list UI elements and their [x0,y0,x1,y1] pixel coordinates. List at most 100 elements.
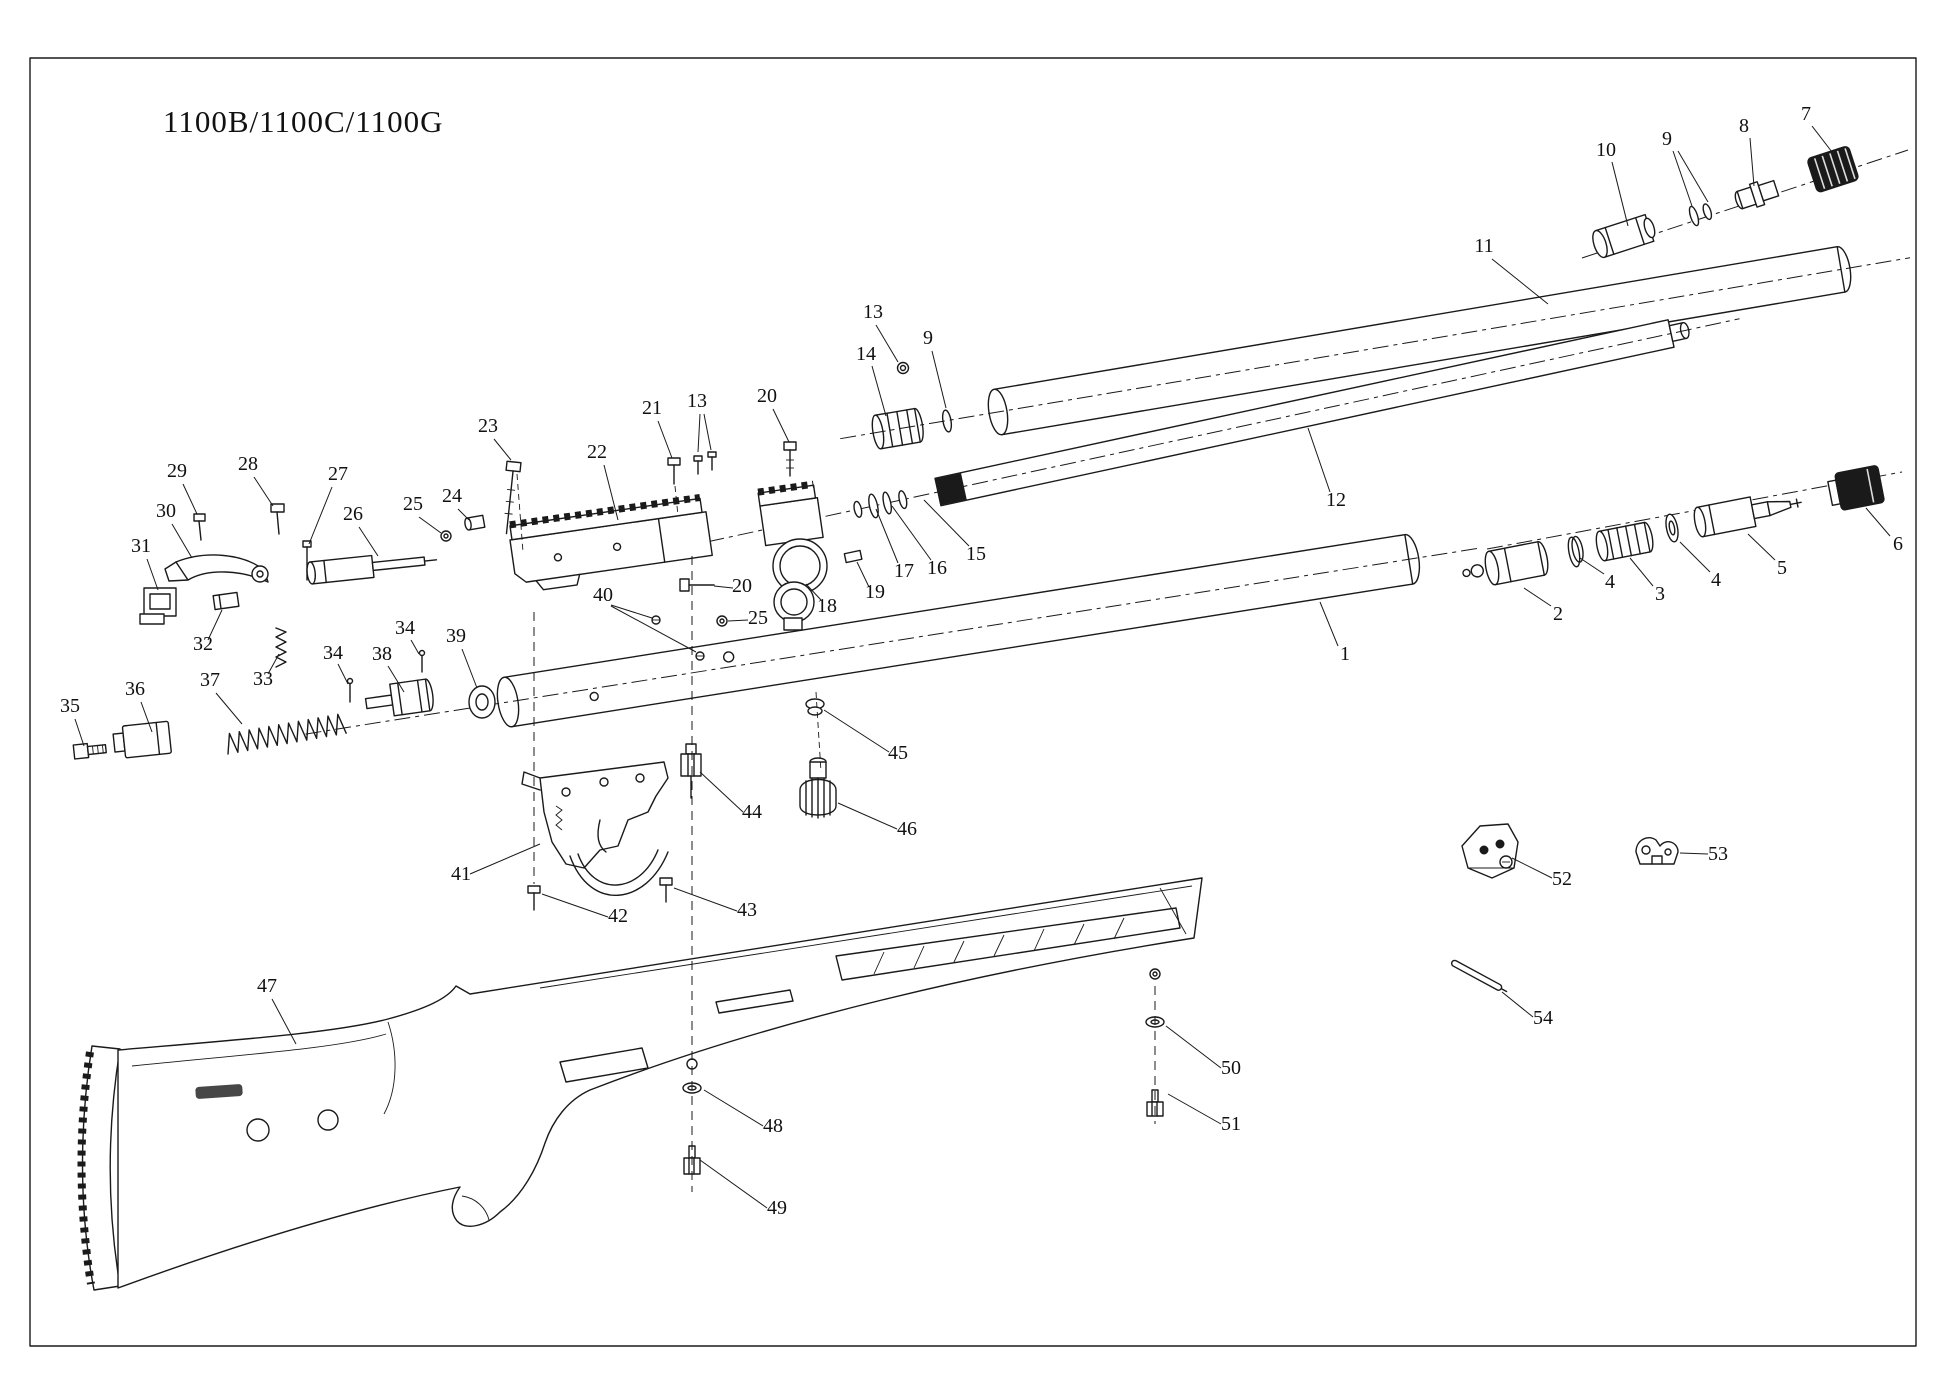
recoil-pad-serration [77,1051,95,1285]
part-number-16: 16 [927,557,947,579]
leader-line-13 [697,413,701,453]
leader-line-46 [837,802,898,830]
leader-line-39 [461,648,478,689]
detent-pin [346,677,354,703]
guide-bolt [72,742,107,760]
part-number-39: 39 [446,625,466,647]
part-number-10: 10 [1596,139,1616,161]
part-number-23: 23 [478,415,498,437]
leader-line-35 [74,718,85,747]
trigger-screw [527,885,541,911]
front-sight-block [1461,823,1519,879]
valve-parts [1462,465,1903,586]
piston-body [364,678,434,717]
part-number-13: 13 [863,301,883,323]
leader-line-49 [699,1159,768,1209]
leader-line-2 [1523,587,1552,607]
rear-block [757,480,824,547]
piston-seal [468,685,496,719]
block-bolt [783,441,797,477]
part-number-26: 26 [343,503,363,525]
part-number-29: 29 [167,460,187,482]
small-spring [275,627,287,668]
shroud-cap-assembly [1581,146,1909,259]
part-number-6: 6 [1893,533,1903,555]
part-number-21: 21 [642,397,662,419]
breech-washer [882,491,893,515]
part-number-31: 31 [131,535,151,557]
leader-line-33 [267,653,280,675]
valve-body [1462,541,1549,586]
part-number-8: 8 [1739,115,1749,137]
part-number-36: 36 [125,678,145,700]
part-number-38: 38 [372,643,392,665]
leader-line-34 [410,639,420,655]
leader-line-13 [703,413,712,451]
leader-line-11 [1491,258,1549,305]
leader-line-38 [387,665,405,693]
leader-line-17 [875,508,899,564]
valve-spring-stack [1595,521,1654,562]
part-number-35: 35 [60,695,80,717]
receiver-assembly [440,441,828,661]
leader-line-27 [308,486,333,545]
leader-line-50 [1165,1025,1222,1069]
part-number-33: 33 [253,668,273,690]
lever-clamp [139,587,177,625]
leader-line-13 [875,324,899,363]
leader-line-31 [146,558,159,591]
part-number-24: 24 [442,485,462,507]
leader-line-4 [1679,541,1711,573]
probe-tube [306,554,438,585]
part-number-9: 9 [1662,128,1672,150]
part-number-46: 46 [897,818,917,840]
leader-line-14 [871,365,887,417]
part-number-47: 47 [257,975,277,997]
pin-screw [193,513,206,541]
cocking-parts [72,503,496,760]
part-number-42: 42 [608,905,628,927]
leader-line-19 [856,561,870,588]
construction-line [516,473,524,553]
leader-line-42 [541,893,609,918]
sight-clamp [1635,836,1679,865]
small-nut [716,615,728,627]
part-number-14: 14 [856,343,876,365]
breech-washer [853,500,863,518]
leader-line-24 [457,508,470,521]
part-number-20: 20 [732,575,752,597]
breech-washer [868,493,879,519]
drawing-border [29,57,1917,1347]
small-screw [707,451,717,471]
trigger-mortise [559,1047,649,1083]
small-screw [693,455,703,475]
part-number-1: 1 [1340,643,1350,665]
leader-line-6 [1865,507,1891,537]
part-number-37: 37 [200,669,220,691]
part-number-11: 11 [1474,235,1493,257]
part-number-53: 53 [1708,843,1728,865]
small-nut [440,530,452,542]
roll-pin [1450,959,1508,993]
hex-standoff [680,743,702,799]
thumb-knob [799,757,837,819]
leader-line-15 [923,499,970,547]
stock [77,877,1203,1291]
part-number-44: 44 [742,801,762,823]
part-number-9: 9 [923,327,933,349]
leader-line-40 [610,604,653,619]
cylinder-end-cap [1827,465,1885,511]
set-screw [651,615,661,625]
detent-pin [418,649,426,673]
trigger-guard [569,851,669,896]
barrel-tube [678,318,1740,549]
trigger-assembly [521,761,673,911]
leader-line-40 [610,605,697,653]
part-number-4: 4 [1711,569,1721,591]
leader-line-5 [1747,533,1776,561]
cap-fitting [1734,179,1780,210]
part-number-50: 50 [1221,1057,1241,1079]
leader-line-44 [699,771,744,813]
leader-line-20 [713,585,734,589]
